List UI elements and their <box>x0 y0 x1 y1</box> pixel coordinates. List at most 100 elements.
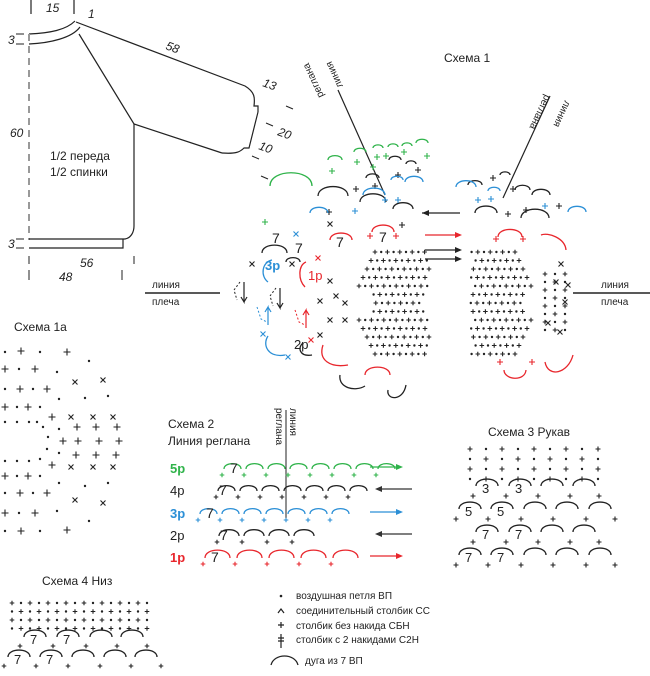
row-label-2p: 2р <box>294 337 308 352</box>
single-crochet-mark <box>114 643 120 649</box>
chain-stitch-mark <box>474 344 477 347</box>
raglan-line-right <box>502 95 551 199</box>
black-arc <box>388 155 402 161</box>
arc-count-label: 7 <box>465 550 472 565</box>
arc-count-label: 7 <box>219 482 227 498</box>
black-arc <box>520 208 550 219</box>
single-crochet-mark <box>520 236 526 242</box>
single-crochet-mark <box>512 249 518 255</box>
chain-stitch-mark <box>486 259 490 262</box>
stitch-arc <box>221 507 240 515</box>
single-crochet-mark <box>235 494 241 500</box>
single-crochet-mark <box>158 663 164 669</box>
single-crochet-mark <box>360 275 366 280</box>
cross-stitch-mark <box>308 337 314 343</box>
single-crochet-mark <box>289 539 295 545</box>
stitch-arc <box>588 501 612 510</box>
single-crochet-mark <box>475 351 481 357</box>
single-crochet-mark <box>370 164 376 170</box>
single-crochet-mark <box>503 493 509 499</box>
single-crochet-mark <box>43 385 51 393</box>
single-crochet-mark <box>83 643 89 649</box>
arc-count-label: 3 <box>482 481 489 496</box>
chain-stitch-mark <box>482 301 485 305</box>
stitch-arc <box>555 547 579 556</box>
single-crochet-mark <box>410 326 415 331</box>
chain-stitch-mark <box>468 477 472 481</box>
chain-stitch-mark <box>388 318 392 322</box>
cross-stitch-mark <box>68 464 74 470</box>
single-crochet-mark <box>1 403 9 411</box>
single-crochet-mark <box>383 153 389 159</box>
single-crochet-mark <box>326 209 332 215</box>
stitch-arc <box>243 507 262 515</box>
chain-stitch-mark <box>404 250 408 254</box>
single-crochet-mark <box>372 351 378 357</box>
single-crochet-mark <box>508 334 513 340</box>
stitch-arc <box>236 549 263 559</box>
single-crochet-mark <box>373 275 378 280</box>
arc-count-label: 7 <box>230 460 238 476</box>
single-crochet-mark <box>520 334 526 340</box>
single-crochet-mark <box>562 271 568 277</box>
chain-stitch-mark <box>494 327 498 330</box>
chain-stitch-mark <box>499 344 502 347</box>
single-crochet-mark <box>16 489 24 497</box>
chain-stitch-mark <box>519 327 522 330</box>
cross-stitch-mark <box>100 500 106 506</box>
single-crochet-mark <box>422 326 428 331</box>
double-treble-icon <box>278 634 284 648</box>
stitch-arc <box>265 507 284 515</box>
chain-stitch-mark <box>15 405 19 409</box>
single-crochet-mark <box>63 348 71 356</box>
single-crochet-mark <box>542 271 548 277</box>
chain-stitch-mark <box>136 627 140 630</box>
dotted-turn <box>233 281 241 301</box>
chain-stitch-mark <box>515 310 518 313</box>
stitch-arc <box>311 462 330 470</box>
single-crochet-mark <box>418 258 423 263</box>
chain-stitch-mark <box>15 420 19 424</box>
single-crochet-mark <box>92 451 100 459</box>
chain-stitch-mark <box>470 352 473 356</box>
legend-item: дуга из 7 ВП <box>305 656 363 667</box>
stitch-arc <box>23 629 47 638</box>
stitch-arc <box>331 507 350 515</box>
chain-stitch-mark <box>45 447 49 451</box>
single-crochet-mark <box>43 489 51 497</box>
single-crochet-mark <box>491 317 497 323</box>
single-crochet-mark <box>45 600 51 606</box>
stitch-arc <box>523 501 547 510</box>
raglan-label-right-2: линия <box>550 99 572 129</box>
chain-stitch-mark <box>380 301 384 305</box>
arrow-head <box>375 486 382 492</box>
dim-raglan-sleeve: 58 <box>164 39 182 57</box>
single-crochet-mark <box>475 326 480 331</box>
chain-stitch-mark <box>400 344 404 347</box>
chain-stitch-mark <box>87 519 91 523</box>
arc-count-label: 7 <box>14 652 21 667</box>
single-crochet-mark <box>488 196 494 202</box>
schema-1: Схема 1 линия реглана реглана линия лини… <box>145 51 650 399</box>
chain-stitch-mark <box>118 627 122 630</box>
single-crochet-mark <box>59 437 67 445</box>
chain-stitch-mark <box>425 344 428 347</box>
single-crochet-mark <box>285 472 291 478</box>
chain-stitch-mark <box>494 301 497 305</box>
single-crochet-mark <box>17 527 25 535</box>
chain-stitch-mark <box>417 250 420 254</box>
chain-stitch-mark <box>580 447 584 451</box>
single-crochet-mark <box>283 517 289 523</box>
single-crochet-mark <box>356 317 362 323</box>
single-crochet-mark <box>453 562 459 568</box>
chain-stitch-mark <box>38 474 42 478</box>
arc-count-label: 7 <box>497 550 504 565</box>
single-crochet-mark <box>583 562 589 568</box>
single-crochet-mark <box>279 494 285 500</box>
chain-stitch-mark <box>106 394 110 398</box>
chain-stitch-mark <box>404 352 408 356</box>
chain-stitch-mark <box>495 250 498 254</box>
single-crochet-mark <box>550 562 556 568</box>
